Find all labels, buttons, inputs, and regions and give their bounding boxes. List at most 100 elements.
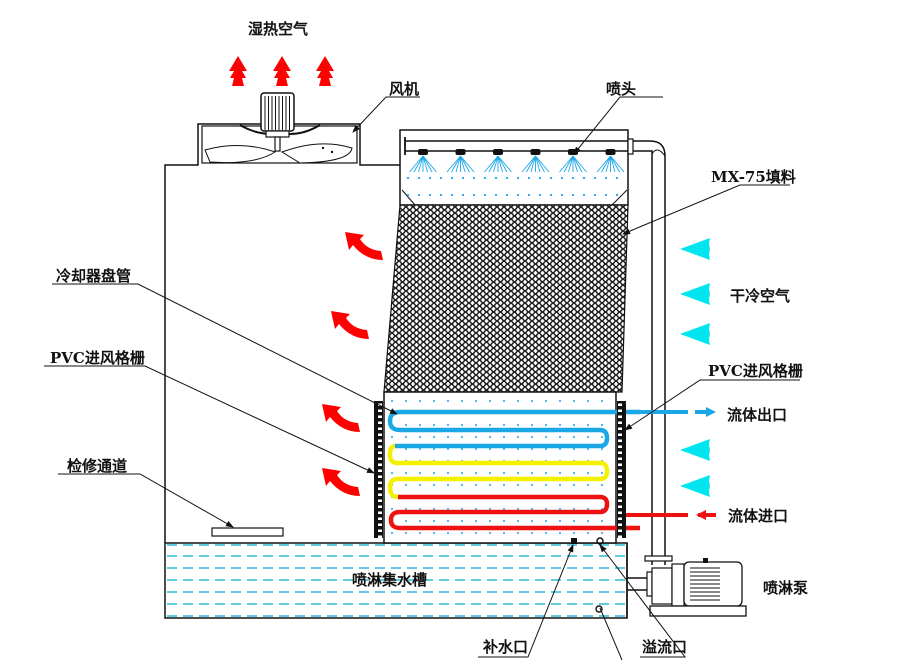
coil-droplet — [559, 508, 561, 510]
coil-droplet — [447, 508, 449, 510]
coil-droplet — [587, 520, 589, 522]
coil-droplet — [531, 508, 533, 510]
spray-droplet — [505, 193, 509, 197]
spray-line — [460, 155, 475, 173]
coil-droplet — [419, 424, 421, 426]
coil-droplet — [545, 520, 547, 522]
coil-droplet — [433, 472, 435, 474]
spray-droplet — [417, 193, 421, 197]
pvc-louver-right — [617, 401, 626, 538]
spray-line — [422, 155, 428, 173]
spray-droplet — [428, 176, 432, 180]
coil-droplet — [405, 448, 407, 450]
spray-droplet — [571, 193, 575, 197]
coil-droplet — [517, 508, 519, 510]
spray-line — [563, 155, 574, 173]
coil-droplet — [573, 508, 575, 510]
coil-droplet — [587, 472, 589, 474]
spray-line — [610, 155, 620, 173]
coil-droplet — [545, 472, 547, 474]
coil-droplet — [545, 532, 547, 534]
spray-droplet — [461, 176, 465, 180]
label-makeup-water: 补水口 — [482, 638, 528, 656]
coil-mid-section — [387, 443, 610, 500]
coil-droplet — [573, 472, 575, 474]
coil-droplet — [601, 532, 603, 534]
cold-air-arrow-tail — [692, 239, 710, 259]
coil-droplet — [405, 472, 407, 474]
coil-droplet — [489, 436, 491, 438]
access-walkway — [211, 527, 284, 537]
coil-droplet — [461, 484, 463, 486]
spray-droplet — [593, 176, 597, 180]
spray-droplet — [516, 193, 520, 197]
nozzle — [418, 149, 428, 155]
coil-droplet — [503, 436, 505, 438]
spray-chamber — [399, 129, 629, 206]
coil-droplet — [517, 472, 519, 474]
spray-droplet — [406, 193, 410, 197]
spray-line — [572, 155, 587, 173]
coil-droplet — [433, 532, 435, 534]
coil-droplet — [573, 424, 575, 426]
spray-droplet — [461, 193, 465, 197]
coil-droplet — [475, 532, 477, 534]
spray-droplet — [450, 193, 454, 197]
coil-droplet — [475, 400, 477, 402]
cold-air-arrow-tail — [692, 324, 710, 344]
coil-droplet — [433, 508, 435, 510]
coil-droplet — [489, 532, 491, 534]
coil-droplet — [475, 472, 477, 474]
pvc-louver-left — [374, 401, 383, 538]
spray-droplet — [582, 176, 586, 180]
coil-droplet — [475, 520, 477, 522]
coil-droplet — [433, 484, 435, 486]
label-nozzle: 喷头 — [606, 80, 636, 98]
coil-droplet — [391, 532, 393, 534]
spray-line — [530, 155, 536, 173]
coil-droplet — [419, 472, 421, 474]
spray-droplet — [604, 176, 608, 180]
hot-air-up-arrows — [229, 56, 334, 86]
coil-droplet — [559, 424, 561, 426]
coil-droplet — [433, 448, 435, 450]
coil-droplet — [559, 436, 561, 438]
coil-droplet — [461, 508, 463, 510]
riser-pipe — [627, 138, 666, 565]
coil-droplet — [503, 424, 505, 426]
coil-droplet — [475, 508, 477, 510]
spray-line — [409, 155, 424, 173]
hot-air-curved-arrow — [322, 468, 360, 496]
coil-droplet — [433, 436, 435, 438]
spray-line — [572, 155, 578, 173]
coil-droplet — [573, 532, 575, 534]
coil-droplet — [489, 508, 491, 510]
coil-droplet — [573, 400, 575, 402]
spray-droplet — [417, 176, 421, 180]
coil-droplet — [601, 448, 603, 450]
coil-droplet — [447, 436, 449, 438]
spray-line — [568, 155, 574, 173]
coil-droplet — [573, 436, 575, 438]
coil-droplet — [517, 532, 519, 534]
coil-droplet — [559, 400, 561, 402]
spray-droplet — [527, 176, 531, 180]
cold-air-arrows — [680, 238, 710, 497]
coil-droplet — [447, 520, 449, 522]
coil-droplet — [405, 436, 407, 438]
cold-air-arrow-tail — [692, 476, 710, 496]
spray-line — [610, 155, 625, 173]
coil-droplet — [447, 532, 449, 534]
coil-droplet — [405, 508, 407, 510]
coil-droplet — [531, 436, 533, 438]
hot-air-up-arrow — [316, 56, 334, 86]
spray-droplet — [450, 176, 454, 180]
spray-line — [572, 155, 583, 173]
nozzle — [605, 149, 616, 155]
spray-droplet — [494, 193, 498, 197]
coil-droplet — [489, 448, 491, 450]
coil-droplet — [559, 520, 561, 522]
coil-droplet — [601, 520, 603, 522]
